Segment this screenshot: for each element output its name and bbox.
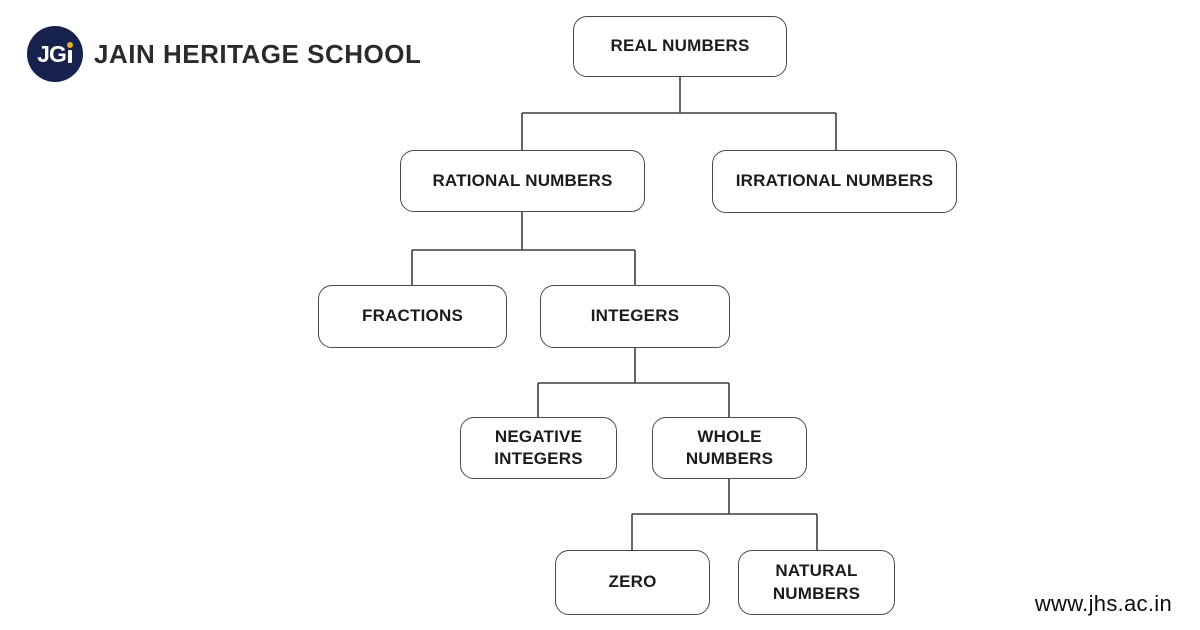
logo-text-jg: JG [37, 41, 67, 67]
logo-i-stem [67, 50, 72, 63]
node-real-numbers: REAL NUMBERS [573, 16, 787, 77]
node-label: RATIONAL NUMBERS [432, 170, 613, 190]
logo-letter-i [66, 42, 73, 66]
node-label: NEGATIVE INTEGERS [494, 426, 583, 468]
node-irrational-numbers: IRRATIONAL NUMBERS [712, 150, 957, 213]
node-label: FRACTIONS [362, 306, 463, 326]
logo-i-dot [66, 42, 73, 48]
jgi-logo: JG [27, 26, 83, 82]
jgi-logo-letters: JG [37, 42, 73, 66]
node-label: NATURAL NUMBERS [772, 561, 861, 603]
school-name: JAIN HERITAGE SCHOOL [94, 38, 422, 69]
node-integers: INTEGERS [540, 285, 730, 348]
website-url: www.jhs.ac.in [1034, 591, 1172, 616]
node-fractions: FRACTIONS [318, 285, 507, 348]
brand-header: JG JAIN HERITAGE SCHOOL [27, 26, 421, 82]
node-whole-numbers: WHOLE NUMBERS [652, 417, 807, 479]
node-label: WHOLE NUMBERS [685, 426, 774, 468]
node-zero: ZERO [555, 550, 710, 615]
node-rational-numbers: RATIONAL NUMBERS [400, 150, 645, 212]
node-label: REAL NUMBERS [610, 36, 750, 56]
node-label: ZERO [608, 572, 657, 592]
tree-edges-path [411, 77, 837, 550]
node-natural-numbers: NATURAL NUMBERS [738, 550, 895, 615]
node-negative-integers: NEGATIVE INTEGERS [460, 417, 617, 479]
node-label: IRRATIONAL NUMBERS [735, 171, 934, 191]
node-label: INTEGERS [590, 306, 680, 326]
